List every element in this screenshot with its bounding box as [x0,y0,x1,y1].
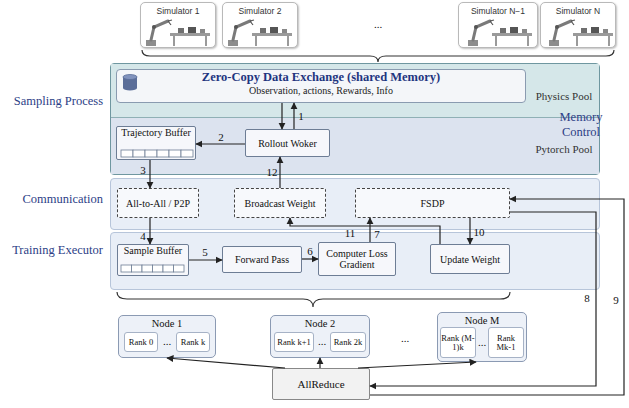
rank-box: Rank 2k [330,332,366,352]
box-label: FSDP [419,198,447,209]
pool-label: Physics Pool [529,90,599,102]
rank-label: Rank k+1 [277,338,310,347]
flow-arrow [358,362,476,368]
box-title: Zero-Copy Data Exchange (shared Memory) [202,70,440,85]
simulator-box: Simulator 2 [222,2,298,48]
process-band: Sampling ProcessMemory ControlPhysics Po… [110,63,600,175]
box-label: Forward Pass [233,254,291,265]
brace [117,292,510,307]
comm-box: Broadcast Weight [234,188,326,218]
section-label: Memory Control [552,110,610,140]
worker-box: Rollout Woker [245,129,330,157]
box-label: Broadcast Weight [243,198,318,209]
step-box: Computer Loss Gradient [318,242,396,276]
simulator-box: Simulator 1 [140,2,216,48]
section-label: Communication [1,192,103,207]
simulator-label: Simulator N−1 [471,6,525,16]
pool-band: Pytorch Pool Trajectory BufferRollout Wok… [111,118,599,174]
pool-label: Pytorch Pool [529,143,599,155]
rank-box: Rank k+1 [274,332,314,352]
rank-box: Rank (M-1)k [440,327,476,358]
allreduce-box: AllReduce [272,368,370,400]
flow-arrow [167,358,285,368]
rank-box: Rank Mk-1 [488,327,524,358]
comm-band: CommunicationAll-to-All / P2PBroadcast W… [110,178,600,230]
section-label: Sampling Process [1,94,103,109]
rank-label: Rank k [181,338,205,347]
buffer-box: Trajectory Buffer [116,126,196,160]
box-label: All-to-All / P2P [124,198,192,209]
rank-box: Rank 0 [124,332,158,352]
rank-box: Rank k [176,332,210,352]
flow-arrow [319,358,320,368]
node-title: Node 1 [152,318,183,329]
simulator-box: Simulator N [540,2,616,48]
memory-box: Zero-Copy Data Exchange (shared Memory)O… [116,69,526,103]
rank-label: Rank 0 [129,338,153,347]
box-label: Update Weight [438,254,502,265]
compute-node: Node M Rank (M-1)k Rank Mk-1 [437,312,527,362]
brace [142,50,614,62]
step-number: 8 [584,292,590,304]
ellipsis-label: ... [401,332,409,344]
step-box: Update Weight [430,244,510,274]
step-number: 9 [613,294,619,306]
box-label: Trajectory Buffer [119,127,193,138]
simulator-label: Simulator 1 [157,6,200,16]
compute-node: Node 1 Rank 0 Rank k [118,315,216,358]
section-label: Training Executor [1,243,103,258]
box-label: AllReduce [295,378,346,390]
box-body: Observation, actions, Rewards, Info [249,85,393,96]
rank-label: Rank (M-1)k [441,334,475,352]
box-label: Sample Buffer [122,245,184,256]
buffer-box: Sample Buffer [117,244,189,276]
ellipsis-label: ... [374,18,382,30]
simulator-label: Simulator N [556,6,600,16]
simulator-box: Simulator N−1 [458,2,538,48]
compute-node: Node 2 Rank k+1 Rank 2k [270,315,370,358]
rank-label: Rank 2k [334,338,363,347]
executor-band: Training ExecutorSample BufferForward Pa… [110,232,600,290]
node-title: Node M [465,315,500,326]
comm-box: FSDP [355,188,510,218]
box-label: Rollout Woker [256,138,319,149]
pool-band: Physics PoolZero-Copy Data Exchange (sha… [111,64,599,118]
step-box: Forward Pass [222,246,302,273]
rank-label: Rank Mk-1 [489,334,523,352]
node-title: Node 2 [305,318,336,329]
box-label: Computer Loss Gradient [319,248,395,270]
simulator-label: Simulator 2 [239,6,282,16]
comm-box: All-to-All / P2P [117,188,199,218]
